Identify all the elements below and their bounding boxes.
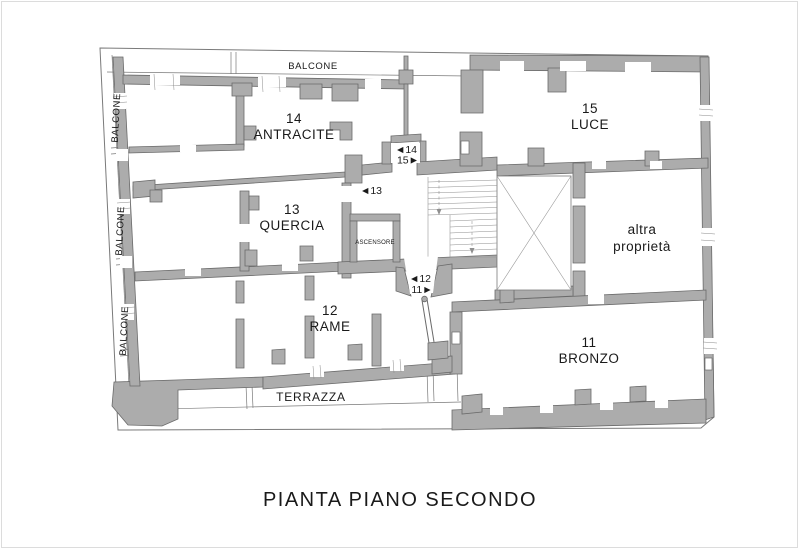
- corner-block: [111, 376, 264, 427]
- balcone-label-top: BALCONE: [288, 61, 338, 72]
- elevator-label: ASCENSORE: [355, 240, 394, 246]
- balcone-label-left-1: BALCONE: [110, 93, 124, 143]
- page-title: PIANTA PIANO SECONDO: [263, 489, 537, 511]
- other-property-line1: altra: [628, 222, 657, 237]
- stair-landings: [391, 143, 438, 344]
- room-number-14: 14: [286, 111, 302, 126]
- marker-unit-13: ◄13: [360, 185, 382, 197]
- window-openings: [112, 61, 718, 415]
- terrazza-label: TERRAZZA: [276, 390, 346, 404]
- room-name-11: BRONZO: [559, 351, 620, 366]
- balcone-label-left-3: BALCONE: [118, 306, 132, 356]
- room-name-13: QUERCIA: [259, 218, 324, 233]
- light-well: [496, 175, 572, 291]
- room-name-15: LUCE: [571, 117, 609, 132]
- room-number-12: 12: [322, 303, 338, 318]
- room-name-12: RAME: [309, 319, 350, 334]
- marker-unit-11: 11►: [411, 284, 432, 296]
- room-labels: 14 ANTRACITE 15 LUCE 13 QUERCIA 12 RAME …: [253, 101, 670, 366]
- room-number-15: 15: [582, 101, 598, 116]
- elevator: ASCENSORE: [349, 213, 401, 263]
- stairs: [427, 176, 498, 258]
- room-name-14: ANTRACITE: [253, 127, 334, 142]
- other-property-line2: proprietà: [613, 239, 671, 254]
- marker-unit-12: ◄12: [409, 273, 431, 285]
- marker-unit-14: ◄14: [395, 144, 417, 156]
- room-number-11: 11: [581, 335, 596, 350]
- room-number-13: 13: [284, 202, 300, 217]
- building-outline: [99, 47, 715, 431]
- unit-markers: ◄14 15► ◄13 ◄12 11►: [360, 144, 433, 296]
- marker-unit-15: 15►: [397, 155, 419, 167]
- balcone-label-left-2: BALCONE: [114, 206, 128, 256]
- outdoor-labels: BALCONE BALCONE BALCONE BALCONE TERRAZZA: [110, 61, 346, 404]
